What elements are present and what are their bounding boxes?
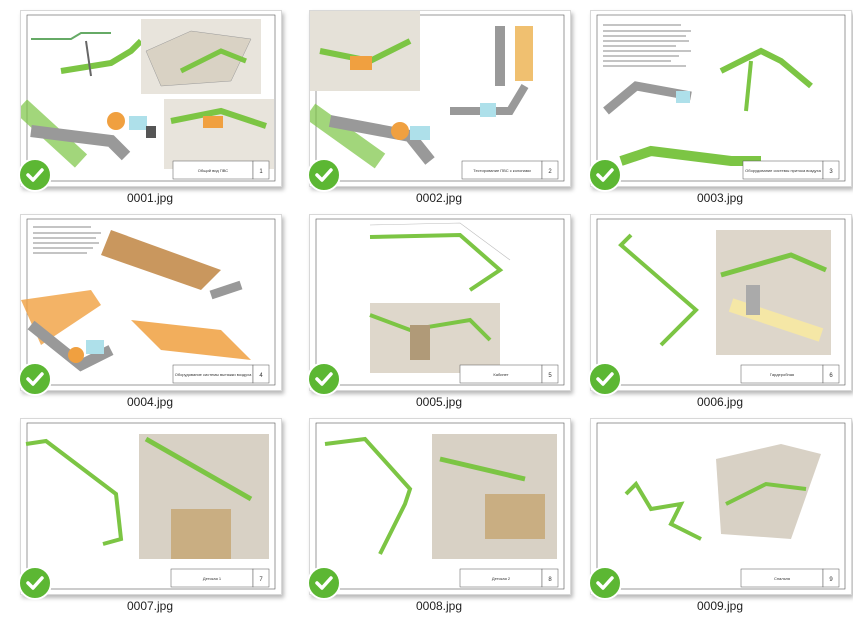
sheet-title-0007: Детская 1 xyxy=(203,576,222,581)
file-name-0002[interactable]: 0002.jpg xyxy=(415,191,463,205)
sheet-no-0002: 2 xyxy=(548,169,552,175)
sheet-title-0005: Кабинет xyxy=(493,372,508,377)
sheet-title-0006: Гардеробная xyxy=(770,372,794,377)
sheet-no-0006: 6 xyxy=(829,373,833,379)
sheet-no-0008: 8 xyxy=(548,577,552,583)
sheet-no-0001: 1 xyxy=(259,169,263,175)
file-name-0009[interactable]: 0009.jpg xyxy=(696,599,744,613)
check-circle-icon xyxy=(18,566,52,600)
file-name-0001[interactable]: 0001.jpg xyxy=(126,191,174,205)
file-tile-0009[interactable]: Спальня 9 0009.jpg xyxy=(588,418,852,618)
thumbnail-0001[interactable]: Общий вид ПВС 1 xyxy=(20,10,282,187)
file-tile-0005[interactable]: Кабинет 5 0005.jpg xyxy=(307,214,571,414)
sheet-no-0005: 5 xyxy=(548,373,552,379)
thumbnail-0003[interactable]: Оборудование системы притока воздуха 3 xyxy=(590,10,852,187)
thumbnail-0009[interactable]: Спальня 9 xyxy=(590,418,852,595)
sheet-title-0001: Общий вид ПВС xyxy=(198,168,228,173)
check-circle-icon xyxy=(18,362,52,396)
thumbnail-0002[interactable]: Тестирование ПВС с колонами 2 xyxy=(309,10,571,187)
file-tile-0003[interactable]: Оборудование системы притока воздуха 3 0… xyxy=(588,10,852,210)
sheet-title-0008: Детская 2 xyxy=(492,576,511,581)
file-name-0004[interactable]: 0004.jpg xyxy=(126,395,174,409)
thumbnail-0007[interactable]: Детская 1 7 xyxy=(20,418,282,595)
check-circle-icon xyxy=(588,566,622,600)
sheet-no-0007: 7 xyxy=(259,577,263,583)
check-circle-icon xyxy=(18,158,52,192)
sheet-no-0003: 3 xyxy=(829,169,833,175)
thumbnail-0005[interactable]: Кабинет 5 xyxy=(309,214,571,391)
thumbnail-0006[interactable]: Гардеробная 6 xyxy=(590,214,852,391)
thumbnail-0004[interactable]: Оборудование системы вытяжки воздуха 4 xyxy=(20,214,282,391)
check-circle-icon xyxy=(307,158,341,192)
file-name-0007[interactable]: 0007.jpg xyxy=(126,599,174,613)
check-circle-icon xyxy=(588,362,622,396)
check-circle-icon xyxy=(307,362,341,396)
file-name-0006[interactable]: 0006.jpg xyxy=(696,395,744,409)
sheet-title-0009: Спальня xyxy=(774,576,790,581)
sheet-title-0003: Оборудование системы притока воздуха xyxy=(745,168,821,173)
file-name-0005[interactable]: 0005.jpg xyxy=(415,395,463,409)
file-tile-0006[interactable]: Гардеробная 6 0006.jpg xyxy=(588,214,852,414)
file-name-0008[interactable]: 0008.jpg xyxy=(415,599,463,613)
file-name-0003[interactable]: 0003.jpg xyxy=(696,191,744,205)
check-circle-icon xyxy=(588,158,622,192)
file-tile-0008[interactable]: Детская 2 8 0008.jpg xyxy=(307,418,571,618)
thumbnail-0008[interactable]: Детская 2 8 xyxy=(309,418,571,595)
file-tile-0007[interactable]: Детская 1 7 0007.jpg xyxy=(18,418,282,618)
sheet-no-0009: 9 xyxy=(829,577,833,583)
sheet-title-0004: Оборудование системы вытяжки воздуха xyxy=(175,372,252,377)
file-tile-0002[interactable]: Тестирование ПВС с колонами 2 0002.jpg xyxy=(307,10,571,210)
sheet-title-0002: Тестирование ПВС с колонами xyxy=(473,168,531,173)
file-tile-0001[interactable]: Общий вид ПВС 1 0001.jpg xyxy=(18,10,282,210)
check-circle-icon xyxy=(307,566,341,600)
file-tile-0004[interactable]: Оборудование системы вытяжки воздуха 4 0… xyxy=(18,214,282,414)
sheet-no-0004: 4 xyxy=(259,373,263,379)
